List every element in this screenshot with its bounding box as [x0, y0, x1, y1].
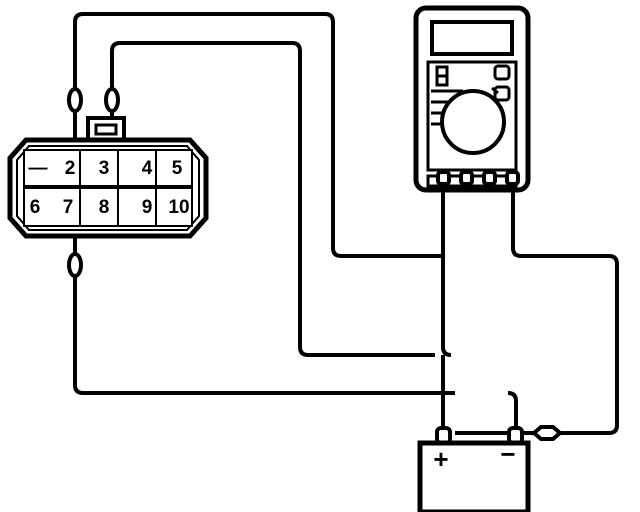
pin-label-6: 6 [30, 197, 41, 218]
battery-negative-label: − [500, 439, 515, 469]
pin-label-8: 8 [99, 197, 110, 218]
battery-case [417, 440, 531, 512]
jack-3[interactable] [482, 170, 497, 186]
dial-tick-marks [431, 89, 463, 126]
dial-pointer [491, 86, 499, 95]
pin-label-2: 2 [65, 158, 76, 179]
harness-connector[interactable]: — 2 3 4 5 6 7 8 9 10 [7, 116, 209, 239]
cell-pin-4[interactable] [155, 149, 193, 187]
pin-label-7: 7 [63, 197, 74, 218]
wire-connector-probe-left-to-meter-jack-4 [73, 12, 443, 258]
cell-pin-6[interactable] [23, 187, 81, 227]
pin-label-5: 5 [172, 158, 183, 179]
wire-to-negative-post [507, 391, 518, 437]
function-button-upper[interactable] [493, 64, 511, 81]
probe-tip-right-top [104, 87, 120, 113]
connector-locking-tab [86, 116, 126, 142]
battery-positive-label: + [433, 444, 448, 474]
wire-connector-probe-right-to-meter-jack-1 [110, 41, 435, 357]
jack-4[interactable] [505, 170, 520, 186]
meter-display [430, 20, 514, 56]
cell-pin-8[interactable] [79, 187, 119, 227]
pin-label-3: 3 [99, 158, 110, 179]
pin-label-4: 4 [142, 158, 153, 179]
pin-label-10: 10 [168, 197, 189, 218]
inline-fuse [530, 425, 564, 441]
wire-meter-jack-4-to-battery-negative-via-fuse [455, 190, 619, 435]
meter-jacks[interactable] [436, 170, 520, 186]
digital-multimeter[interactable] [413, 5, 531, 193]
rotary-range-dial[interactable] [440, 89, 506, 155]
wire-meter-jack-1-down [441, 190, 452, 357]
battery[interactable]: + − [417, 426, 531, 512]
wire-connector-probe-bottom-to-battery-positive [73, 265, 455, 395]
mode-indicator [435, 65, 449, 87]
cell-pin-3[interactable] [117, 149, 157, 187]
jack-1[interactable] [436, 170, 451, 186]
connector-row-bottom [23, 187, 193, 227]
pin-label-1: — [29, 158, 48, 179]
cell-pin-10[interactable] [155, 187, 193, 227]
cell-pin-1[interactable] [23, 149, 81, 187]
pin-label-9: 9 [142, 197, 153, 218]
function-button-lower[interactable] [493, 85, 511, 102]
probe-tip-bottom [67, 252, 83, 278]
jack-2[interactable] [459, 170, 474, 186]
probe-tip-left-top [67, 87, 83, 113]
connector-row-top [23, 149, 193, 187]
